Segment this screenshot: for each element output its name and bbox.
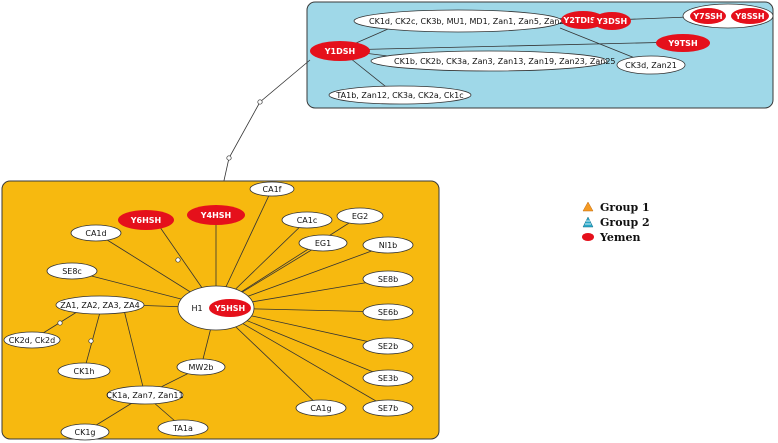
node-y7ssh [690, 8, 726, 24]
node-y6hsh-label: Y6HSH [130, 216, 162, 225]
legend-group1-label: Group 1 [600, 201, 650, 214]
node-y9tsh [656, 34, 710, 52]
node-ca1c-ellipse [281, 211, 333, 229]
node-y3dsh-label: Y3DSH [596, 17, 627, 26]
connector-dot-2 [226, 155, 232, 161]
node-ck1h-ellipse [57, 362, 111, 380]
edge-dot-3 [88, 338, 94, 344]
node-ta1a-label: TA1a [172, 424, 193, 433]
node-eg1-ellipse [298, 234, 348, 252]
node-ck2d-label: CK2d, Ck2d [9, 336, 55, 345]
node-y8ssh-label: Y8SSH [734, 12, 764, 21]
node-ta1b-ellipse [328, 85, 472, 105]
node-y6hsh [118, 210, 174, 230]
node-y9tsh-label: Y9TSH [667, 39, 697, 48]
node-y8ssh [731, 8, 769, 24]
node-ck3d-label: CK3d, Zan21 [625, 61, 677, 70]
group2-triangle-icon [582, 216, 594, 228]
node-h1-label: H1 [191, 304, 202, 313]
node-se8b-label: SE8b [378, 275, 398, 284]
node-ck1a-ellipse [106, 385, 184, 405]
node-ca1c-label: CA1c [297, 216, 318, 225]
node-se8c-label: SE8c [62, 267, 82, 276]
legend-yemen-label: Yemen [599, 231, 641, 244]
node-eg2-label: EG2 [352, 212, 368, 221]
node-ck3d-ellipse [616, 55, 686, 75]
node-se2b-ellipse [362, 337, 414, 355]
node-y7ssh-label: Y7SSH [692, 12, 722, 21]
node-ca1f-label: CA1f [263, 185, 282, 194]
node-mw2b-label: MW2b [189, 363, 214, 372]
node-y5hsh [209, 299, 251, 317]
legend-group2-label: Group 2 [600, 216, 650, 229]
node-se3b-label: SE3b [378, 374, 398, 383]
node-se6b-ellipse [362, 303, 414, 321]
node-ta1a-ellipse [157, 419, 209, 437]
node-se7b-label: SE7b [378, 404, 398, 413]
node-y2tdish [561, 11, 605, 29]
node-group-b-label: CK1b, CK2b, CK3a, Zan3, Zan13, Zan19, Za… [394, 57, 616, 66]
edge-dot-2 [57, 320, 63, 326]
node-ni1b-label: NI1b [379, 241, 398, 250]
connector-dot-1 [257, 99, 263, 105]
edge-dot-1 [175, 257, 181, 263]
node-ca1f-ellipse [249, 181, 295, 197]
yemen-ellipse-icon [582, 233, 594, 241]
node-ca1g-ellipse [295, 399, 347, 417]
node-ck1a-label: CK1a, Zan7, Zan11 [106, 391, 183, 400]
node-ck1g-label: CK1g [75, 428, 96, 437]
node-y3dsh [593, 12, 631, 30]
group1-triangle-icon [582, 201, 594, 212]
node-y4hsh-label: Y4HSH [200, 211, 232, 220]
node-eg1-label: EG1 [315, 239, 331, 248]
legend: Group 1 Group 2 Yemen [582, 201, 650, 244]
node-ta1b-label: TA1b, Zan12, CK3a, CK2a, Ck1c [335, 91, 463, 100]
node-ca1g-label: CA1g [310, 404, 331, 413]
node-eg2-ellipse [336, 207, 384, 225]
node-se8b-ellipse [362, 270, 414, 288]
node-mw2b-ellipse [176, 358, 226, 376]
node-y1dsh-label: Y1DSH [324, 47, 355, 56]
node-y4hsh [187, 205, 245, 225]
node-group-b-ellipse [370, 50, 608, 72]
node-ni1b-ellipse [362, 236, 414, 254]
node-y5hsh-label: Y5HSH [214, 304, 246, 313]
node-ck2d-ellipse [3, 331, 61, 349]
node-y2tdish-label: Y2TDISH [563, 16, 603, 25]
node-y1dsh [310, 41, 370, 61]
node-za-group-ellipse [55, 295, 145, 315]
node-ck1h-label: CK1h [74, 367, 95, 376]
node-se8c-ellipse [46, 262, 98, 280]
node-za-group-label: ZA1, ZA2, ZA3, ZA4 [60, 301, 139, 310]
node-ck1g-ellipse [60, 423, 110, 441]
node-ca1d-label: CA1d [85, 229, 106, 238]
node-se3b-ellipse [362, 369, 414, 387]
node-se6b-label: SE6b [378, 308, 398, 317]
node-group-a-label: CK1d, CK2c, CK3b, MU1, MD1, Zan1, Zan5, … [369, 17, 570, 26]
node-se2b-label: SE2b [378, 342, 398, 351]
node-se7b-ellipse [362, 399, 414, 417]
node-ca1d-ellipse [70, 224, 122, 242]
